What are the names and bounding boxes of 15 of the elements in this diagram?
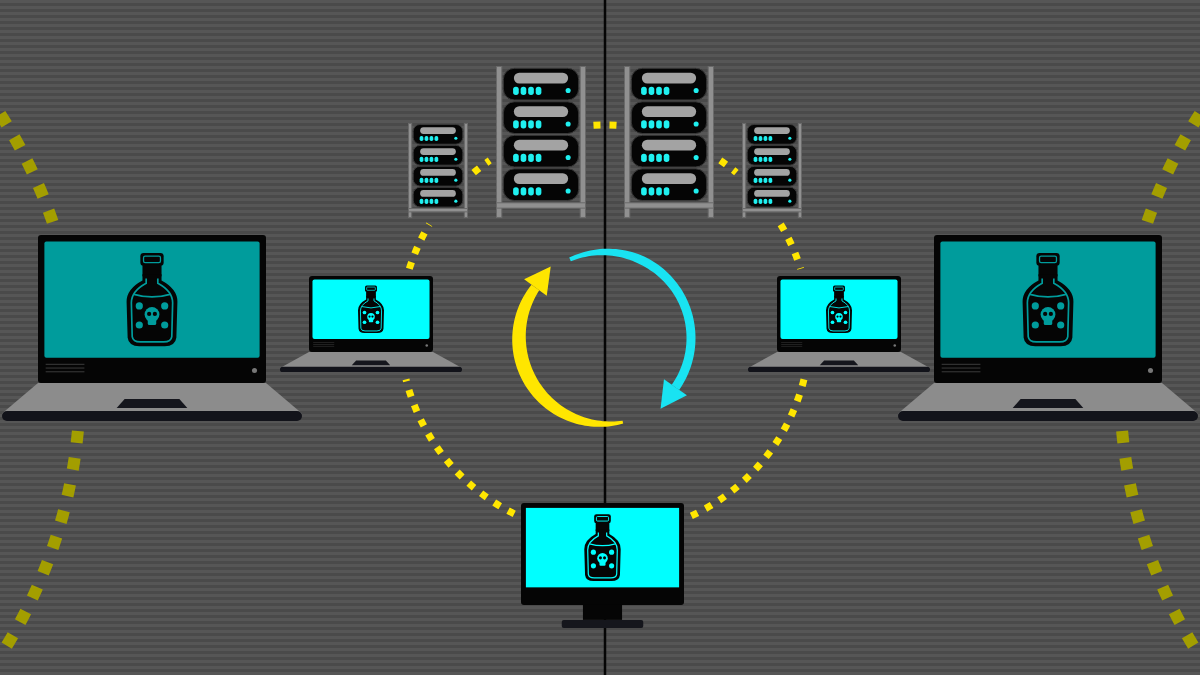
laptop-drawing xyxy=(898,235,1198,421)
dotted-connector xyxy=(406,222,433,270)
laptop-drawing xyxy=(280,276,462,372)
server-rack-drawing xyxy=(624,66,714,218)
server-rack-drawing xyxy=(742,123,802,218)
dotted-connector xyxy=(718,157,739,176)
dotted-connector xyxy=(689,378,808,520)
dotted-connector xyxy=(402,378,516,517)
monitor-drawing xyxy=(521,503,684,628)
dotted-connector xyxy=(777,222,804,270)
laptop-drawing xyxy=(748,276,930,372)
server-rack-drawing xyxy=(496,66,586,218)
server-rack-drawing xyxy=(408,123,468,218)
laptop-drawing xyxy=(2,235,302,421)
dotted-connector xyxy=(471,157,492,176)
